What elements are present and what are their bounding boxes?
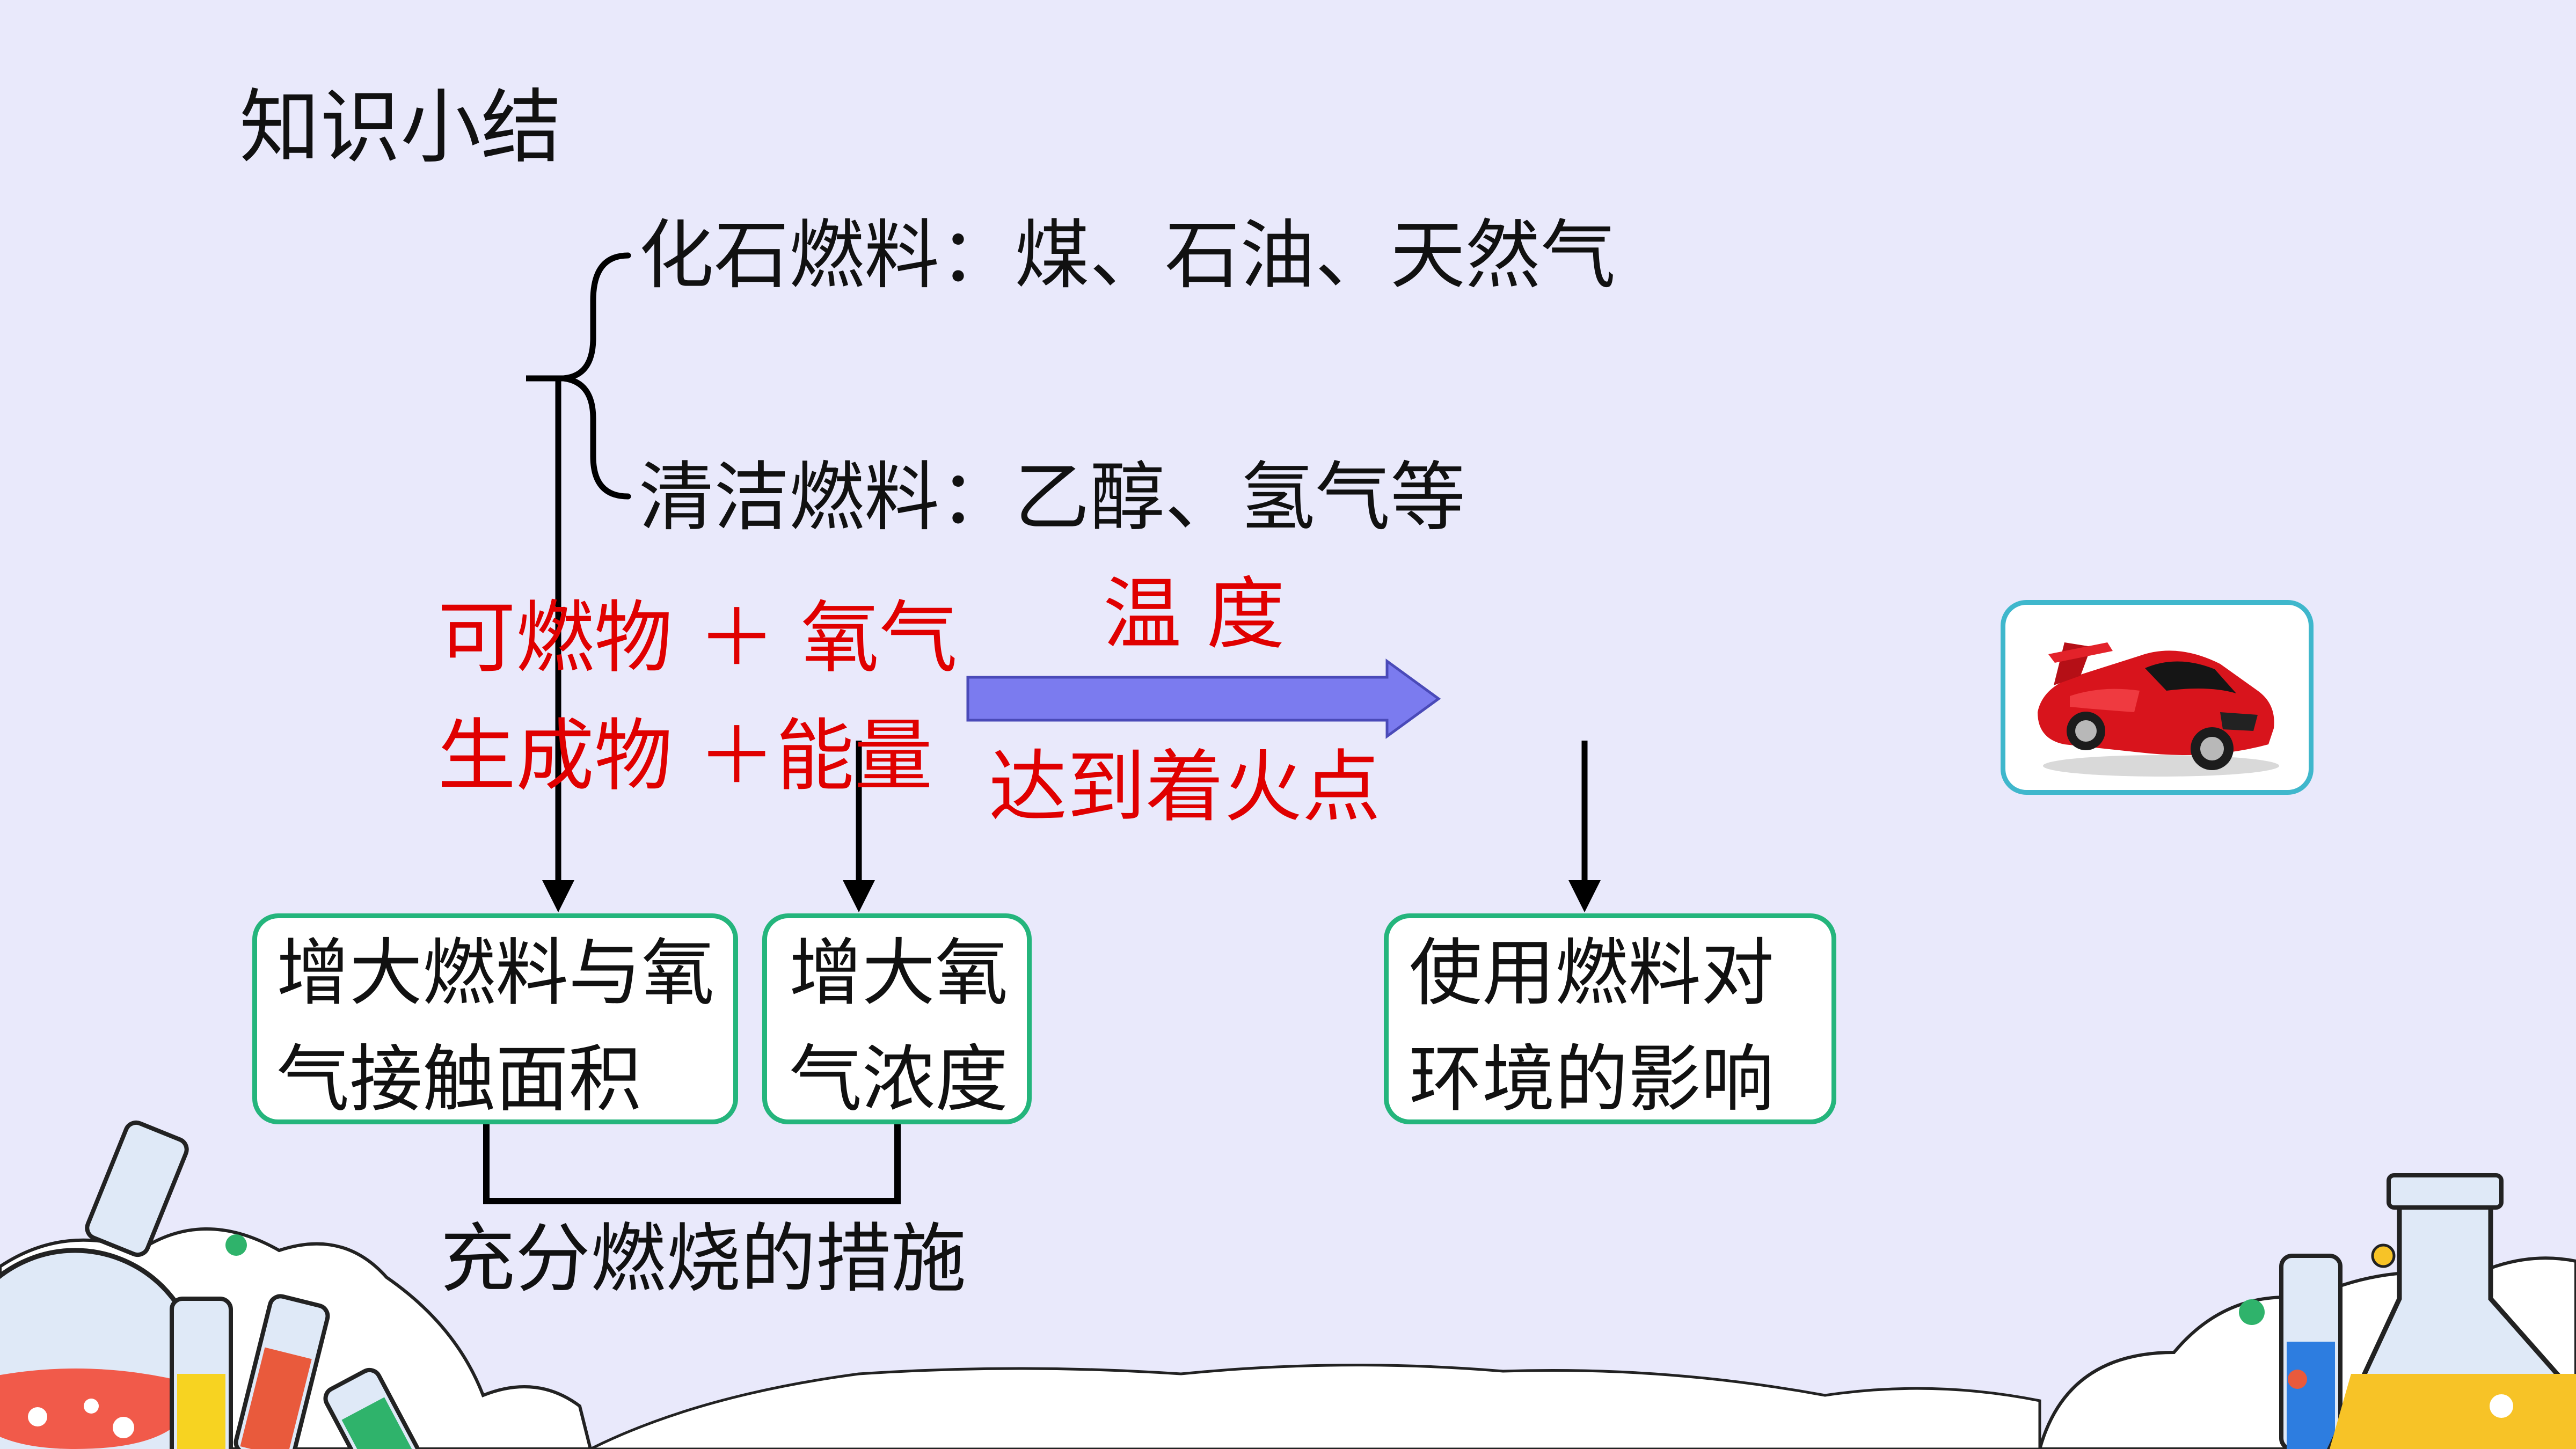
measures-bracket	[483, 1122, 901, 1204]
box-contact-area	[252, 913, 738, 1124]
slide-title: 知识小结	[239, 81, 562, 174]
car-image-frame	[2001, 600, 2314, 795]
products-text: 生成物 ＋能量	[437, 711, 933, 802]
box-oxygen-line1: 增大氧	[789, 931, 1008, 1016]
box-environment-line2: 环境的影响	[1409, 1037, 1774, 1122]
clean-fuels-text: 清洁燃料：乙醇、氢气等	[639, 454, 1466, 541]
box-environment-line1: 使用燃料对	[1409, 931, 1774, 1016]
box-oxygen-concentration	[762, 913, 1032, 1124]
arrowhead-surface	[542, 880, 574, 912]
arrowhead-environment	[1568, 880, 1601, 912]
reactants-text: 可燃物 ＋ 氧气	[437, 592, 958, 684]
condition-temperature: 温 度	[1103, 569, 1285, 660]
condition-ignition-point: 达到着火点	[989, 742, 1381, 833]
curly-brace	[563, 252, 631, 500]
box-contact-area-line1: 增大燃料与氧	[276, 931, 714, 1016]
fossil-fuels-text: 化石燃料：煤、石油、天然气	[639, 212, 1616, 299]
arrowhead-oxygen	[843, 880, 875, 912]
box-contact-area-line2: 气接触面积	[276, 1037, 641, 1122]
box-oxygen-line2: 气浓度	[789, 1037, 1008, 1122]
measures-label: 充分燃烧的措施	[440, 1216, 967, 1303]
box-environment	[1384, 913, 1836, 1124]
red-car-icon	[2038, 642, 2279, 777]
reaction-arrow	[966, 658, 1441, 739]
